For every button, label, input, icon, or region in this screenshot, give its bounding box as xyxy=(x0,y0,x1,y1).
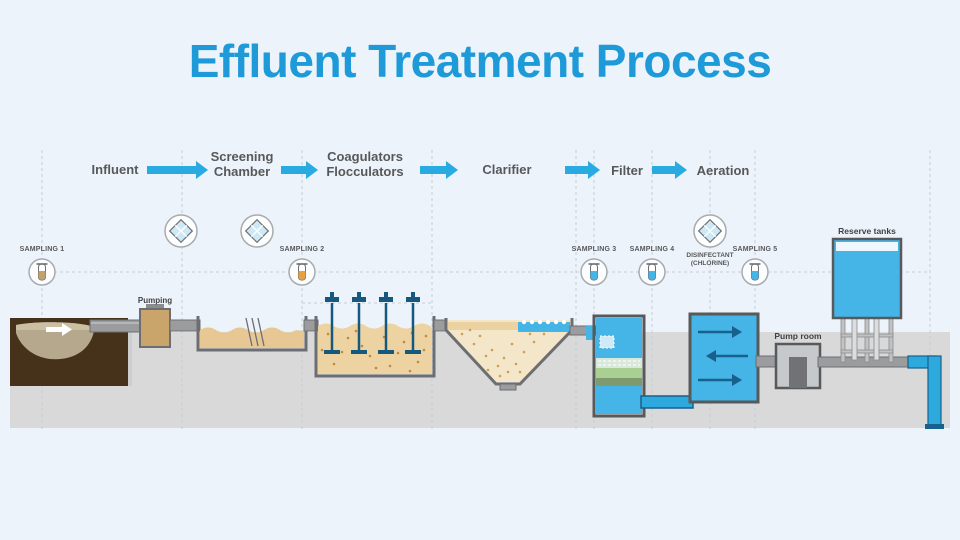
stage-label-filter: Filter xyxy=(593,163,661,178)
clarifier-tank xyxy=(444,318,597,391)
riser-pipe xyxy=(873,317,880,361)
reserve-tank xyxy=(831,237,903,363)
pump-room-door xyxy=(789,357,807,388)
filter-outlet-pipe xyxy=(640,395,694,409)
sampling-label-4: SAMPLING 4 xyxy=(629,246,675,253)
flow-arrow xyxy=(147,161,208,179)
aeration-tank xyxy=(688,312,779,404)
screening-chamber-tank xyxy=(196,316,319,352)
stage-label-screening-chamber: Screening Chamber xyxy=(190,149,294,179)
sampling-label-5: SAMPLING 5 xyxy=(732,246,778,253)
pump-room-label: Pump room xyxy=(774,331,822,341)
stage-label-aeration: Aeration xyxy=(683,163,763,178)
bar-screen-icon xyxy=(245,317,265,347)
sampling-label-3: SAMPLING 3 xyxy=(571,246,617,253)
valve-icon xyxy=(240,214,274,248)
flow-arrow xyxy=(652,161,687,179)
reserve-tanks-label: Reserve tanks xyxy=(838,226,896,236)
stage-label-line: Influent xyxy=(91,162,139,177)
circulation-arrow-icon xyxy=(698,326,748,386)
influent-flow-arrow-icon xyxy=(46,323,72,336)
mixer-icon xyxy=(351,292,367,354)
riser-pipe xyxy=(851,317,858,361)
disinfectant-label-line: (CHLORINE) xyxy=(690,260,730,267)
discharge-pipe xyxy=(907,355,944,429)
sampling-tube-icon xyxy=(580,258,608,286)
stage-label-line: Aeration xyxy=(696,163,750,178)
mixer-icon xyxy=(405,292,421,354)
guide-lines xyxy=(41,150,931,430)
disinfectant-label-line: DISINFECTANT xyxy=(686,252,734,259)
flow-arrow xyxy=(281,161,318,179)
page-title: Effluent Treatment Process xyxy=(188,35,772,87)
valve-icon xyxy=(164,214,198,248)
stage-label-line: Screening xyxy=(210,149,274,164)
pumping-tank xyxy=(139,304,201,348)
water-wave-caps xyxy=(521,319,567,325)
stage-label-coagulators-flocculators: Coagulators Flocculators xyxy=(303,149,427,179)
flow-arrows xyxy=(147,161,687,179)
mixer-icon xyxy=(378,292,394,354)
pumping-label: Pumping xyxy=(137,296,173,305)
stage-label-line: Chamber xyxy=(213,164,271,179)
floc-particles xyxy=(320,329,428,373)
coagulation-tank xyxy=(314,292,447,378)
stage-label-clarifier: Clarifier xyxy=(462,162,552,177)
inlet-pipe xyxy=(89,319,143,333)
disinfectant-label: DISINFECTANT (CHLORINE) xyxy=(682,252,738,268)
sampling-tube-icon xyxy=(288,258,316,286)
stage-label-influent: Influent xyxy=(70,162,160,177)
sampling-label-2: SAMPLING 2 xyxy=(279,246,325,253)
sampling-label-1: SAMPLING 1 xyxy=(19,246,65,253)
flow-arrow xyxy=(420,161,458,179)
stage-label-line: Coagulators xyxy=(327,149,403,164)
sampling-tube-icon xyxy=(28,258,56,286)
sediment-particles xyxy=(460,328,546,378)
mixer-icon xyxy=(324,292,340,354)
stage-label-line: Clarifier xyxy=(482,162,532,177)
sampling-tube-icon xyxy=(638,258,666,286)
flow-arrow xyxy=(565,161,600,179)
sampling-tube-icon xyxy=(741,258,769,286)
stage-label-line: Flocculators xyxy=(326,164,404,179)
stage-label-line: Filter xyxy=(611,163,643,178)
valve-icon xyxy=(693,214,727,248)
